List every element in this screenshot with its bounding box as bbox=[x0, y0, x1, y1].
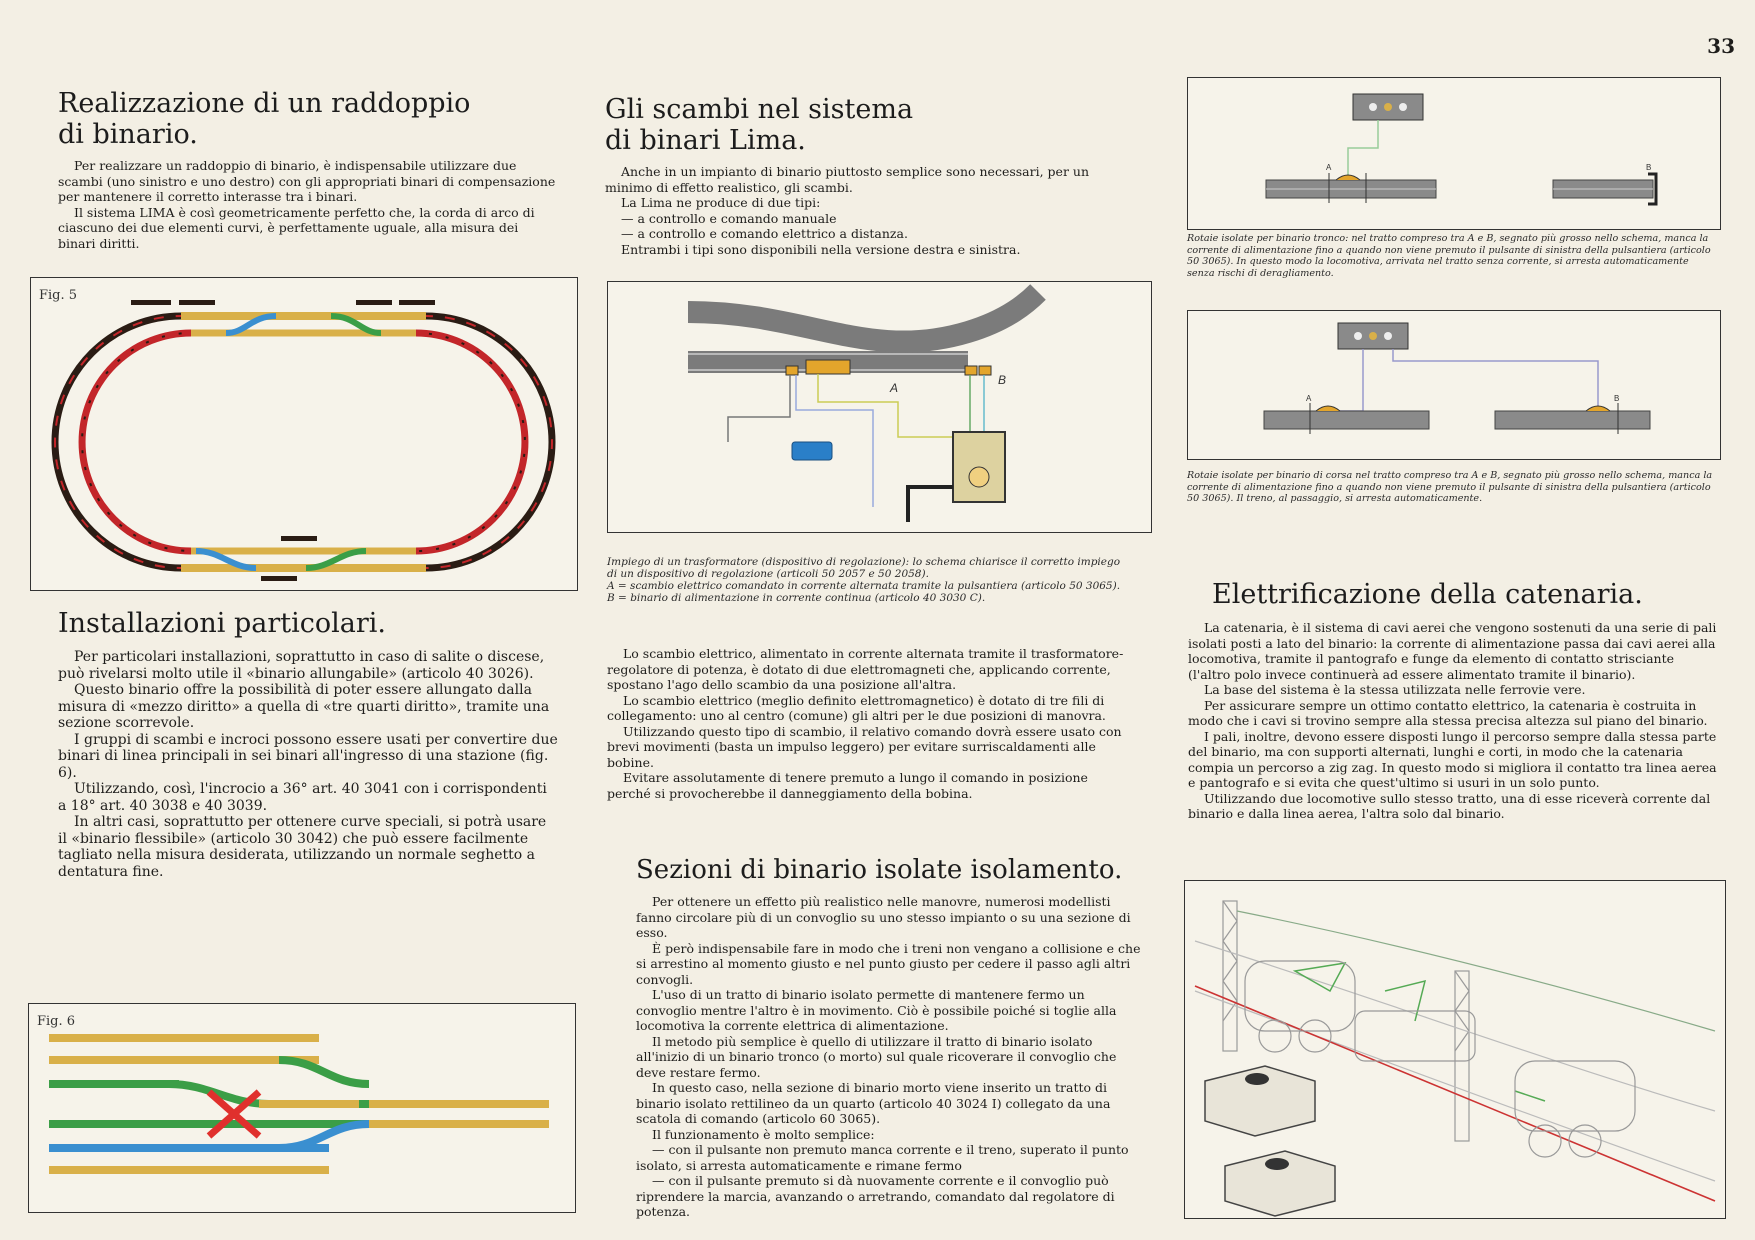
rotaie-figure-2: A B bbox=[1187, 310, 1721, 460]
installazioni-para: Questo binario offre la possibilità di p… bbox=[58, 682, 550, 731]
installazioni-title: Installazioni particolari. bbox=[58, 608, 386, 639]
sezioni-para: — con il pulsante non premuto manca corr… bbox=[636, 1142, 1129, 1173]
fig6-figure: Fig. 6 bbox=[28, 1003, 576, 1213]
scambi-list-item: — a controllo e comando elettrico a dist… bbox=[621, 226, 908, 241]
scambi-para: Lo scambio elettrico, alimentato in corr… bbox=[607, 646, 1124, 692]
dead-end-isolation-diagram: A B bbox=[1265, 93, 1658, 206]
fig5-figure: Fig. 5 bbox=[30, 277, 578, 591]
catenaria-title: Elettrificazione della catenaria. bbox=[1212, 579, 1643, 610]
sezioni-para: Per ottenere un effetto più realistico n… bbox=[636, 894, 1131, 940]
scambi-intro: Anche in un impianto di binario piuttost… bbox=[605, 164, 1089, 195]
rotaie-figure-1: A B bbox=[1187, 77, 1721, 230]
caption-line: B = binario di alimentazione in corrente… bbox=[607, 592, 986, 604]
catenaria-para: Utilizzando due locomotive sullo stesso … bbox=[1188, 790, 1711, 822]
sezioni-para: È però indispensabile fare in modo che i… bbox=[636, 940, 1141, 987]
catenary-illustration bbox=[1194, 900, 1716, 1217]
sezioni-title: Sezioni di binario isolate isolamento. bbox=[636, 855, 1123, 885]
scambi-list-item: — a controllo e comando manuale bbox=[621, 210, 837, 226]
installazioni-para: Per particolari installazioni, soprattut… bbox=[58, 649, 545, 682]
sezioni-para: Il metodo più semplice è quello di utili… bbox=[636, 1033, 1117, 1080]
scambi-both: Entrambi i tipi sono disponibili nella v… bbox=[621, 241, 1021, 257]
label-b: B bbox=[1614, 394, 1619, 403]
scambi-para: Lo scambio elettrico (meglio definito el… bbox=[607, 692, 1106, 724]
rotaie-caption-1: Rotaie isolate per binario tronco: nel t… bbox=[1187, 233, 1717, 279]
scambi-caption: Impiego di un trasformatore (dispositivo… bbox=[607, 556, 1127, 604]
fig6-station-throat bbox=[49, 1034, 549, 1174]
label-a: A bbox=[1326, 163, 1332, 172]
page-number: 33 bbox=[1707, 34, 1735, 58]
label-a: A bbox=[1306, 394, 1312, 403]
caption-text: Rotaie isolate per binario tronco: nel t… bbox=[1187, 233, 1711, 279]
section-catenaria: Elettrificazione della catenaria. La cat… bbox=[1188, 579, 1720, 822]
scambi-produce: La Lima ne produce di due tipi: bbox=[621, 195, 821, 210]
installazioni-para: In altri casi, soprattutto per ottenere … bbox=[58, 814, 547, 880]
catenaria-para: La catenaria, è il sistema di cavi aerei… bbox=[1188, 620, 1717, 682]
fig5-double-track-oval bbox=[51, 300, 556, 581]
fig5-label: Fig. 5 bbox=[39, 288, 78, 303]
sezioni-para: Il funzionamento è molto semplice: bbox=[652, 1126, 875, 1142]
raddoppio-para: Per realizzare un raddoppio di binario, … bbox=[58, 158, 556, 204]
catenaria-para: La base del sistema è la stessa utilizza… bbox=[1204, 682, 1586, 697]
installazioni-para: Utilizzando, così, l'incrocio a 36° art.… bbox=[58, 781, 547, 814]
scambi-body: Lo scambio elettrico, alimentato in corr… bbox=[607, 646, 1132, 801]
scambi-para: Utilizzando questo tipo di scambio, il r… bbox=[607, 723, 1122, 770]
transformer-icon bbox=[791, 441, 833, 461]
rotaie-caption-2: Rotaie isolate per binario di corsa nel … bbox=[1187, 470, 1717, 505]
raddoppio-para: Il sistema LIMA è così geometricamente p… bbox=[58, 204, 535, 251]
fig6-label: Fig. 6 bbox=[37, 1014, 76, 1029]
label-a: A bbox=[889, 381, 898, 395]
section-installazioni: Installazioni particolari. Per particola… bbox=[58, 608, 558, 880]
scambi-figure: A B bbox=[607, 281, 1152, 533]
turnout-wiring-diagram: A B bbox=[687, 284, 1046, 522]
catenaria-para: Per assicurare sempre un ottimo contatto… bbox=[1188, 697, 1708, 729]
installazioni-para: I gruppi di scambi e incroci possono ess… bbox=[58, 731, 558, 781]
sezioni-para: — con il pulsante premuto si dà nuovamen… bbox=[636, 1173, 1115, 1219]
sezioni-para: L'uso di un tratto di binario isolato pe… bbox=[636, 987, 1117, 1033]
catenaria-figure bbox=[1184, 880, 1726, 1219]
sezioni-para: In questo caso, nella sezione di binario… bbox=[636, 1080, 1111, 1126]
caption-text: Rotaie isolate per binario di corsa nel … bbox=[1187, 470, 1713, 504]
section-sezioni: Sezioni di binario isolate isolamento. P… bbox=[636, 855, 1141, 1220]
label-b: B bbox=[1646, 163, 1651, 172]
running-track-isolation-diagram: A B bbox=[1263, 322, 1651, 434]
caption-line: A = scambio elettrico comandato in corre… bbox=[607, 580, 1121, 592]
label-b: B bbox=[998, 373, 1006, 387]
catenaria-para: I pali, inoltre, devono essere disposti … bbox=[1188, 728, 1717, 791]
scambi-para: Evitare assolutamente di tenere premuto … bbox=[607, 770, 1088, 801]
caption-line: Impiego di un trasformatore (dispositivo… bbox=[607, 556, 1121, 580]
